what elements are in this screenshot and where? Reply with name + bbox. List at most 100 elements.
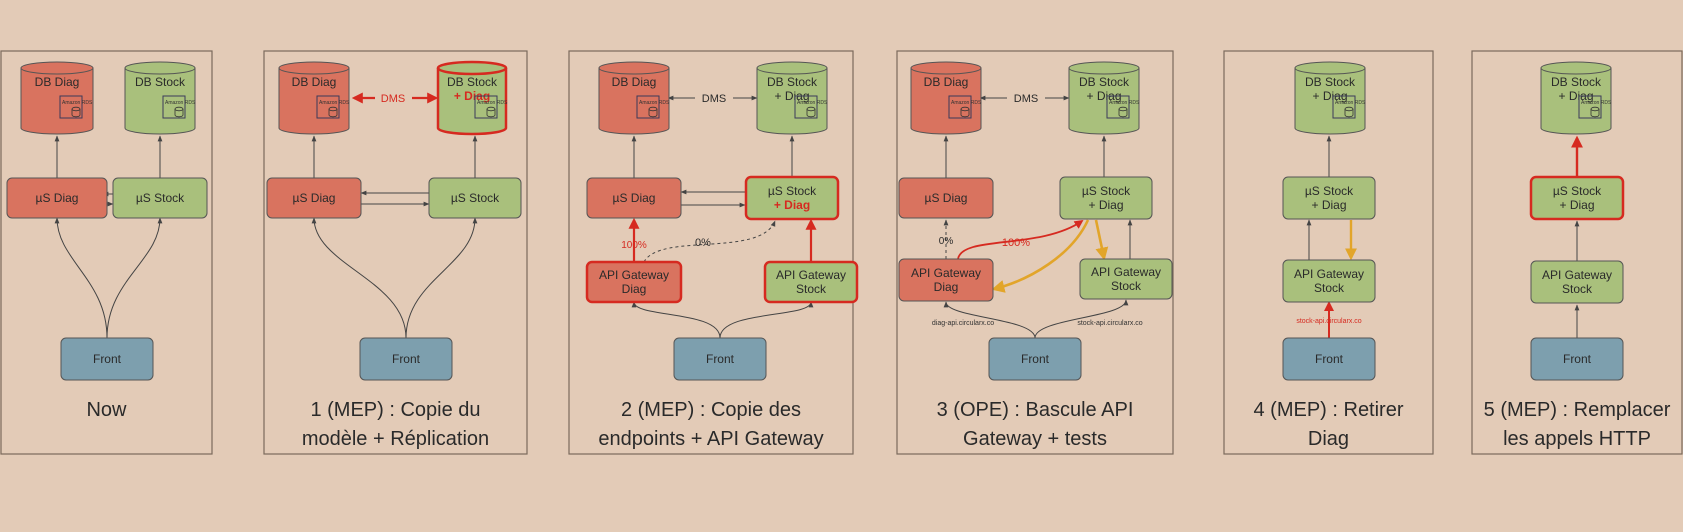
caption-5-line-0: 5 (MEP) : Remplacer — [1484, 399, 1671, 421]
p3-db-diag: DB Diag — [910, 61, 982, 135]
p0-us-diag-label-0: µS Diag — [36, 191, 79, 205]
p1-db-diag: DB Diag — [278, 61, 350, 135]
p1-us-diag-box — [266, 177, 362, 219]
p2-arrow-front-gwstock — [719, 301, 814, 339]
p3-db-diag-body — [910, 61, 982, 135]
p0-db-diag: DB Diag — [20, 61, 94, 135]
amazon-rds-text: Amazon RDS — [477, 100, 508, 106]
p2-db-stock-rds-icon: Amazon RDS — [794, 95, 828, 119]
p2-db-diag-body — [598, 61, 670, 135]
p1-us-diag: µS Diag — [266, 177, 362, 219]
p5-api-gw-stock-box — [1530, 260, 1624, 304]
p0-us-diag-box — [6, 177, 108, 219]
rds-disk-body-icon — [1590, 109, 1600, 118]
p1-dms-label: DMS — [381, 93, 405, 105]
p5-front-box — [1530, 337, 1624, 381]
p3-us-stock-box — [1059, 176, 1153, 220]
p2-api-gw-stock-label-1: Stock — [796, 282, 827, 296]
amazon-rds-icon-frame — [794, 95, 818, 119]
p0-db-stock-label-0: DB Stock — [135, 75, 186, 89]
p3-us-diag-box — [898, 177, 994, 219]
p0-us-stock: µS Stock — [112, 177, 208, 219]
caption-3-line-1: Gateway + tests — [963, 428, 1107, 450]
p3-db-stock: DB Stock+ Diag — [1068, 61, 1140, 135]
p5-us-stock: µS Stock+ Diag — [1529, 175, 1625, 221]
p2-front-label-0: Front — [706, 352, 735, 366]
p5-db-stock-body — [1540, 61, 1612, 135]
amazon-rds-text: Amazon RDS — [62, 100, 93, 106]
p2-arrow-front-gwdiag — [631, 301, 721, 339]
p1-us-diag-label-0: µS Diag — [293, 191, 336, 205]
p1-db-stock-label-0: DB Stock — [447, 75, 498, 89]
p1-db-diag-rim — [278, 67, 350, 75]
p5-db-stock-label-1: + Diag — [1558, 89, 1593, 103]
p3-us-diag-label-0: µS Diag — [925, 191, 968, 205]
p5-db-stock-rds-icon: Amazon RDS — [1578, 95, 1612, 119]
p3-arrow-front-gwstock — [1034, 299, 1129, 339]
p4-db-stock-body — [1294, 61, 1366, 135]
caption-5-line-1: les appels HTTP — [1503, 428, 1651, 450]
p3-front: Front — [988, 337, 1082, 381]
caption-3-line-0: 3 (OPE) : Bascule API — [937, 399, 1134, 421]
p5-api-gw-stock-label-0: API Gateway — [1542, 268, 1612, 282]
p1-db-stock: DB Stock+ Diag — [436, 60, 508, 136]
p2-db-stock-label-1: + Diag — [774, 89, 809, 103]
panel-3 — [896, 50, 1174, 455]
p2-api-gw-diag-box — [585, 260, 683, 304]
p3-api-gw-stock-label-1: Stock — [1111, 279, 1142, 293]
rds-disk-body-icon — [328, 109, 338, 118]
p3-db-stock-rds-icon: Amazon RDS — [1106, 95, 1140, 119]
p0-db-diag-rim — [20, 67, 94, 75]
p3-db-diag-label-0: DB Diag — [924, 75, 969, 89]
p0-arrow-front-usstock — [106, 217, 163, 339]
p2-us-stock-label-0: µS Stock — [768, 184, 817, 198]
rds-disk-body-icon — [1118, 109, 1128, 118]
p5-us-stock-label-1: + Diag — [1559, 198, 1594, 212]
p3-us-diag: µS Diag — [898, 177, 994, 219]
p2-api-gw-stock-label-0: API Gateway — [776, 268, 846, 282]
rds-disk-body-icon — [806, 109, 816, 118]
p4-db-stock-label-1: + Diag — [1312, 89, 1347, 103]
p2-api-gw-stock-box — [763, 260, 859, 304]
p3-us-stock-label-1: + Diag — [1088, 198, 1123, 212]
p4-db-stock-rds-icon: Amazon RDS — [1332, 95, 1366, 119]
amazon-rds-icon-frame — [316, 95, 340, 119]
caption-0-line-0: Now — [86, 399, 127, 421]
p2-label-100: 100% — [621, 240, 647, 251]
p4-us-stock-label-1: + Diag — [1311, 198, 1346, 212]
p1-db-stock-label-1: + Diag — [454, 89, 490, 103]
p5-db-stock-rim — [1540, 67, 1612, 75]
amazon-rds-icon-frame — [59, 95, 83, 119]
p1-us-stock: µS Stock — [428, 177, 522, 219]
p3-api-gw-diag-box — [898, 258, 994, 302]
p3-arrow-front-gwdiag — [943, 301, 1036, 339]
p0-front-label-0: Front — [93, 352, 122, 366]
caption-1-line-0: 1 (MEP) : Copie du — [310, 399, 480, 421]
p2-us-stock: µS Stock+ Diag — [744, 175, 840, 221]
p3-db-stock-body — [1068, 61, 1140, 135]
rds-disk-body-icon — [174, 109, 184, 118]
p2-us-stock-box — [744, 175, 840, 221]
p5-front-label-0: Front — [1563, 352, 1592, 366]
p4-front-box — [1282, 337, 1376, 381]
rds-disk-body-icon — [71, 109, 81, 118]
p0-us-stock-label-0: µS Stock — [136, 191, 185, 205]
p3-arrow-switch-to-gwstock — [1094, 219, 1109, 261]
p4-api-gw-stock-label-1: Stock — [1314, 281, 1345, 295]
p0-us-stock-box — [112, 177, 208, 219]
p3-api-gw-stock-box — [1079, 258, 1173, 300]
p3-front-label-0: Front — [1021, 352, 1050, 366]
p0-front-box — [60, 337, 154, 381]
p2-us-diag: µS Diag — [586, 177, 682, 219]
p3-front-box — [988, 337, 1082, 381]
amazon-rds-icon-frame — [1106, 95, 1130, 119]
p1-us-stock-label-0: µS Stock — [451, 191, 500, 205]
rds-disk-body-icon — [486, 109, 496, 118]
p4-api-gw-stock-label-0: API Gateway — [1294, 267, 1364, 281]
amazon-rds-text: Amazon RDS — [797, 100, 828, 106]
amazon-rds-icon-frame — [474, 95, 498, 119]
